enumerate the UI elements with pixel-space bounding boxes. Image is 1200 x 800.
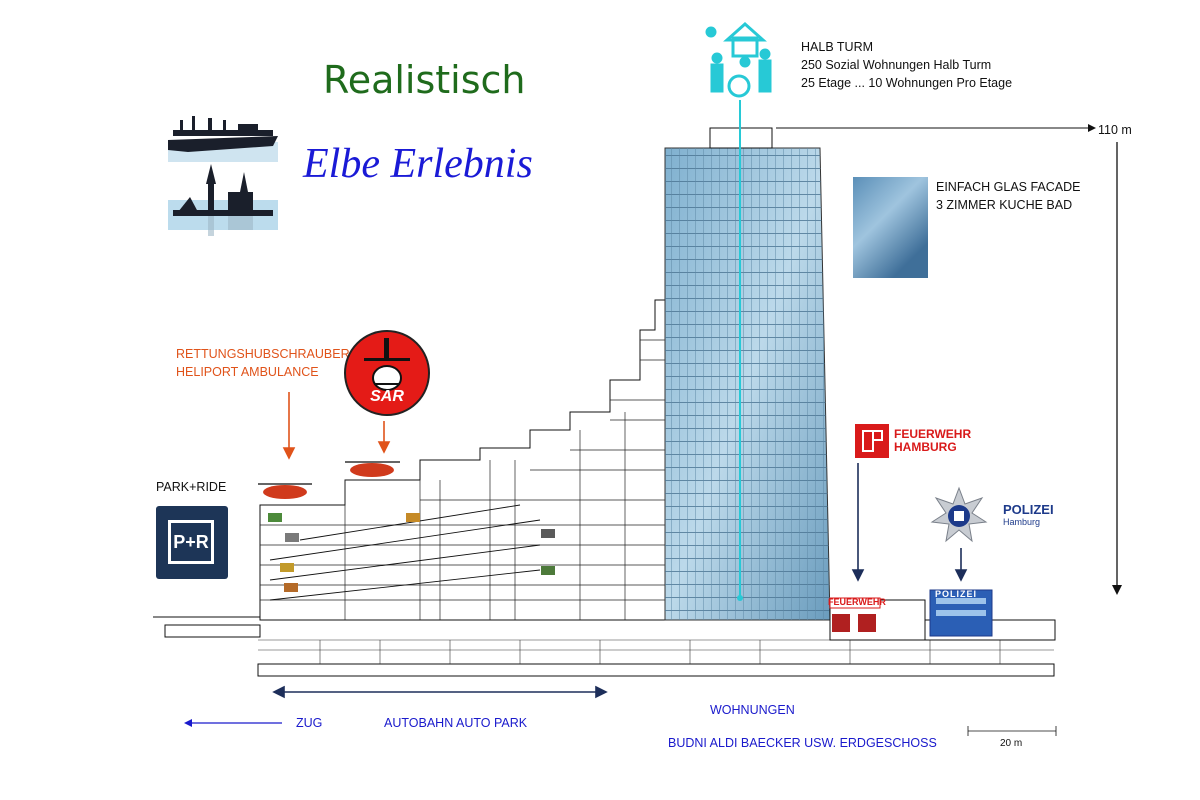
fire-label: FEUERWEHR HAMBURG	[894, 428, 971, 454]
police-label: POLIZEI	[1003, 502, 1054, 517]
facade-line-1: EINFACH GLAS FACADE	[936, 180, 1081, 194]
glass-facade-sample	[853, 177, 928, 278]
park-ride-sign-text: P+R	[168, 520, 214, 564]
zug-label: ZUG	[296, 716, 323, 730]
heliport-line-2: HELIPORT AMBULANCE	[176, 365, 319, 379]
fire-label-line-1: FEUERWEHR	[894, 427, 972, 441]
autobahn-label: AUTOBAHN AUTO PARK	[384, 716, 528, 730]
facade-line-2: 3 ZIMMER KUCHE BAD	[936, 198, 1073, 212]
page-title: Realistisch	[323, 58, 526, 102]
fire-department-logo	[855, 424, 889, 458]
helicopter-icons	[258, 461, 400, 499]
erdgeschoss-label: BUDNI ALDI BAECKER USW. ERDGESCHOSS	[668, 736, 937, 750]
sar-logo-text: SAR	[370, 388, 404, 405]
park-ride-label: PARK+RIDE	[156, 480, 227, 494]
parked-cars	[268, 513, 555, 592]
heliport-line-1: RETTUNGSHUBSCHRAUBER	[176, 347, 350, 361]
sar-logo: SAR	[344, 330, 430, 416]
tower-line-1: 250 Sozial Wohnungen Halb Turm	[801, 58, 992, 72]
hamburg-skyline-logo	[168, 116, 278, 236]
park-ride-sign: P+R	[156, 506, 228, 579]
police-station-sign: POLIZEI	[935, 589, 978, 599]
fire-station-sign: FEUERWEHR	[828, 597, 886, 607]
page-subtitle: Elbe Erlebnis	[303, 141, 533, 187]
height-label: 110 m	[1098, 123, 1132, 137]
social-housing-icon	[705, 21, 772, 98]
wohnungen-label: WOHNUNGEN	[710, 703, 795, 717]
police-sub-label: Hamburg	[1003, 517, 1041, 527]
scale-label: 20 m	[1000, 738, 1023, 749]
tower-name: HALB TURM	[801, 40, 874, 54]
fire-label-line-2: HAMBURG	[894, 440, 957, 454]
police-star-icon	[930, 486, 988, 543]
tower-line-2: 25 Etage ... 10 Wohnungen Pro Etage	[801, 76, 1013, 90]
